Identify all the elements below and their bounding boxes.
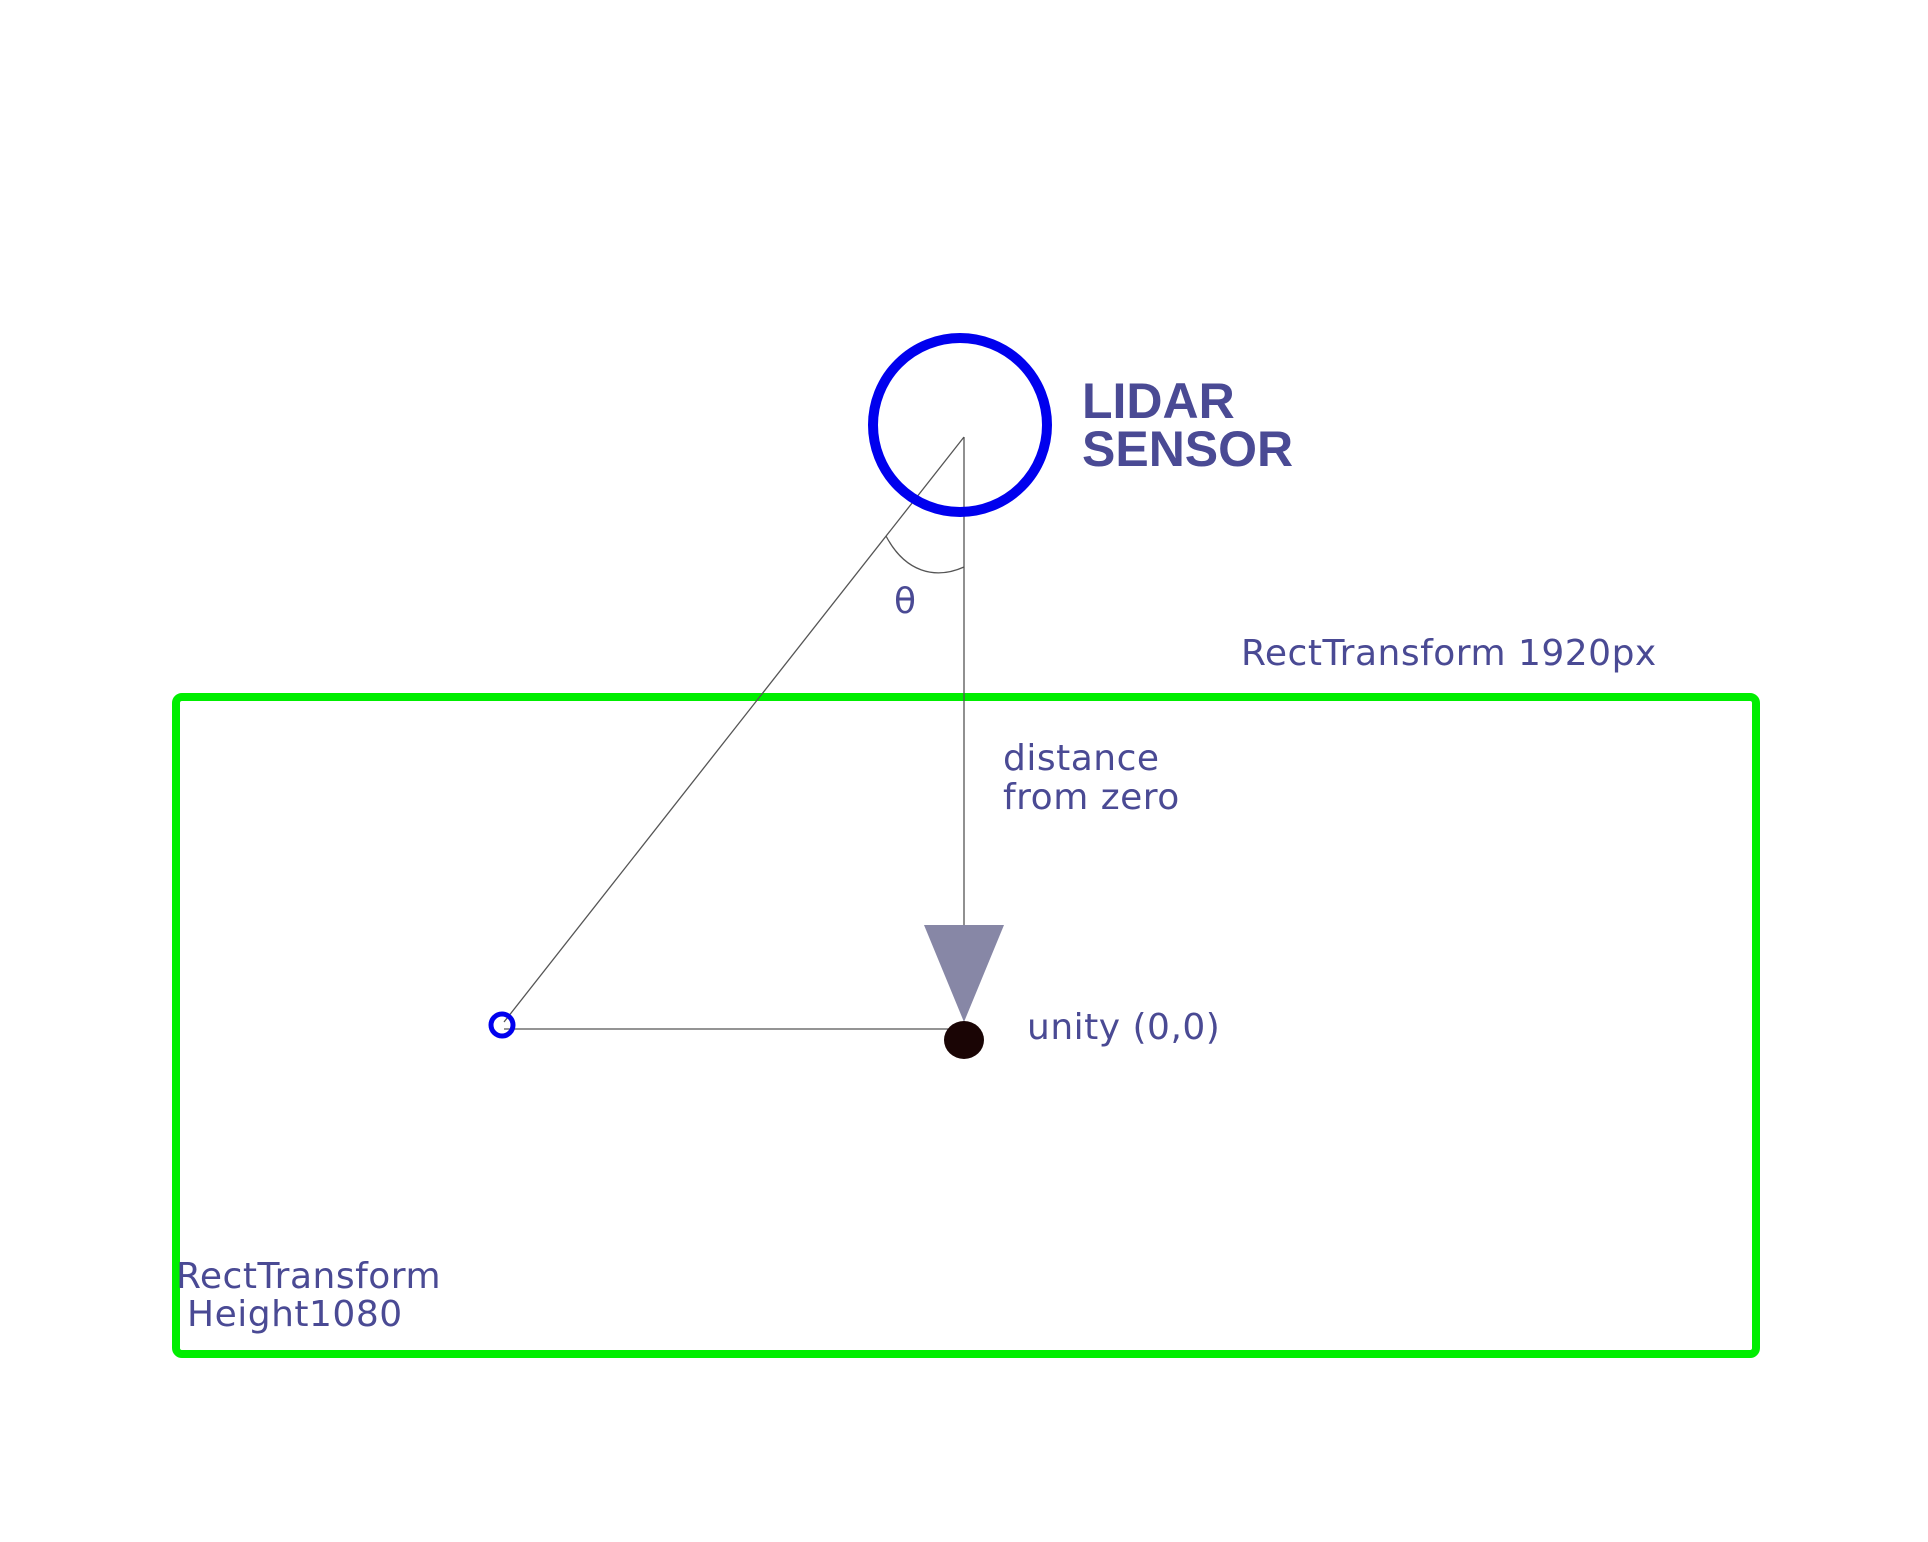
rect-transform-boundary (172, 693, 1760, 1358)
rect-height-label-line2: Height1080 (187, 1294, 403, 1335)
rect-width-label: RectTransform 1920px (1241, 633, 1657, 674)
target-point-circle-icon (488, 1011, 516, 1039)
sensor-label-line1: LIDAR (1082, 373, 1235, 429)
distance-arrow-icon (924, 925, 1004, 1022)
distance-label-line1: distance (1003, 738, 1160, 779)
lidar-sensor-circle-icon (868, 333, 1052, 517)
sensor-label-line2: SENSOR (1082, 421, 1293, 477)
theta-angle-arc (885, 535, 965, 574)
theta-label: θ (894, 581, 917, 622)
distance-label-line2: from zero (1003, 777, 1180, 818)
origin-label: unity (0,0) (1027, 1007, 1220, 1048)
slant-line (503, 436, 965, 1023)
origin-dot-icon (944, 1021, 984, 1059)
rect-height-label-line1: RectTransform (176, 1256, 441, 1297)
